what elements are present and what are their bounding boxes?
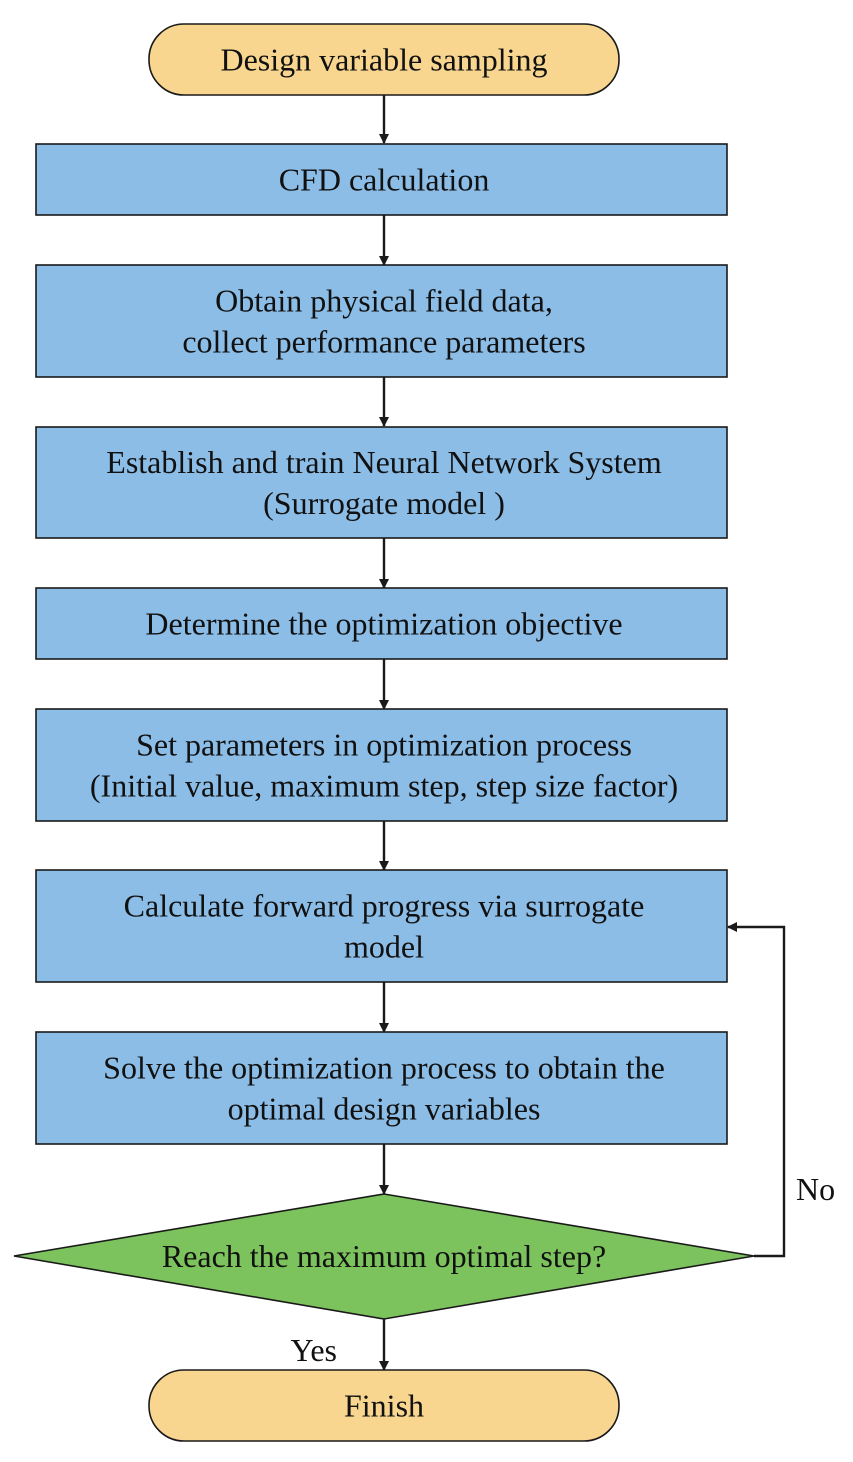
process-setparams-shape — [35, 708, 728, 822]
node-finish: Finish — [148, 1369, 620, 1442]
edge-label-no: No — [796, 1171, 835, 1207]
process-objective-shape — [35, 587, 728, 660]
process-forward-shape — [35, 869, 728, 983]
node-text: CFD calculation — [279, 162, 490, 198]
process-solve-shape — [35, 1031, 728, 1145]
node-text: Solve the optimization process to obtain… — [103, 1050, 665, 1127]
node-text-line: Establish and train Neural Network Syste… — [106, 444, 662, 480]
node-text-line: CFD calculation — [279, 162, 490, 198]
edge-label-yes: Yes — [290, 1332, 337, 1368]
node-cfd: CFD calculation — [35, 143, 728, 216]
node-setparams: Set parameters in optimization process (I… — [35, 708, 728, 822]
node-solve: Solve the optimization process to obtain… — [35, 1031, 728, 1145]
node-establish: Establish and train Neural Network Syste… — [35, 426, 728, 539]
node-text: Obtain physical field data, collect perfo… — [182, 283, 585, 360]
node-obtain: Obtain physical field data, collect perfo… — [35, 264, 728, 378]
node-text-line: Obtain physical field data, — [215, 283, 553, 319]
process-obtain-shape — [35, 264, 728, 378]
node-text-line: collect performance parameters — [182, 324, 585, 360]
arrow-no-loop-back — [727, 922, 786, 1258]
node-text-line: Set parameters in optimization process — [136, 727, 632, 763]
node-text-line: model — [344, 929, 424, 965]
node-text-line: Calculate forward progress via surrogate — [124, 888, 645, 924]
connectors — [379, 95, 786, 1371]
node-text: Set parameters in optimization process (I… — [90, 727, 678, 804]
node-forward: Calculate forward progress via surrogate… — [35, 869, 728, 983]
node-text-line: Solve the optimization process to obtain… — [103, 1050, 665, 1086]
node-text-line: Finish — [344, 1388, 424, 1424]
node-start: Design variable sampling — [148, 23, 620, 96]
node-text-line: optimal design variables — [228, 1091, 541, 1127]
node-text-line: Determine the optimization objective — [145, 606, 622, 642]
node-text-line: Reach the maximum optimal step? — [162, 1238, 606, 1274]
process-establish-shape — [35, 426, 728, 539]
terminal-start-shape — [148, 23, 620, 96]
node-text-line: Design variable sampling — [220, 42, 547, 78]
decision-shape — [13, 1193, 755, 1320]
node-text: Calculate forward progress via surrogate… — [124, 888, 645, 965]
node-text: Reach the maximum optimal step? — [162, 1238, 606, 1274]
process-cfd-shape — [35, 143, 728, 216]
node-text: Determine the optimization objective — [145, 606, 622, 642]
node-text-line: (Initial value, maximum step, step size … — [90, 768, 678, 804]
node-text: Establish and train Neural Network Syste… — [106, 444, 662, 521]
node-text: Finish — [344, 1388, 424, 1424]
node-decision: Reach the maximum optimal step? — [13, 1193, 755, 1320]
node-objective: Determine the optimization objective — [35, 587, 728, 660]
terminal-finish-shape — [148, 1369, 620, 1442]
node-text: Design variable sampling — [220, 42, 547, 78]
node-text-line: (Surrogate model ) — [263, 485, 505, 521]
